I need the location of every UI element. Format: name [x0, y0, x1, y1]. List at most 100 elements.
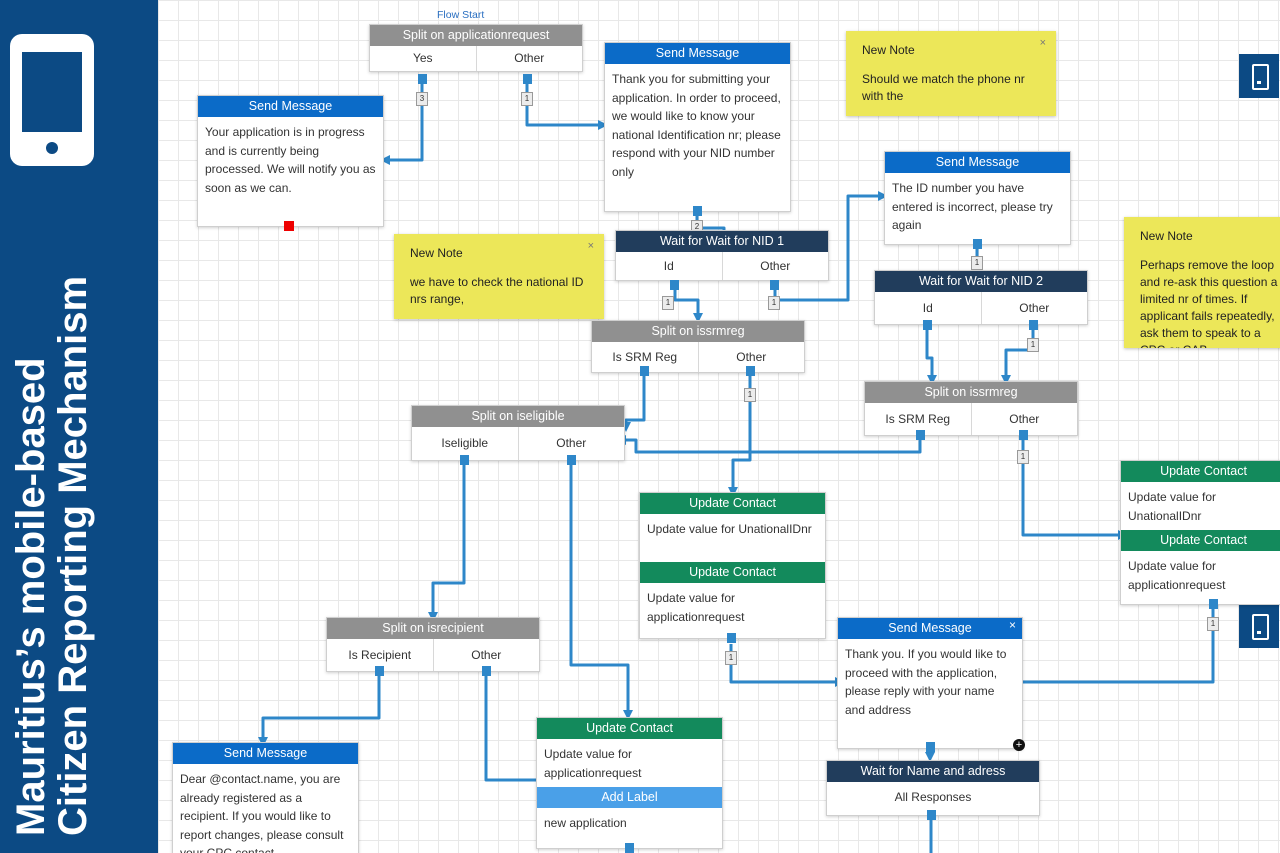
node-title: Split on issrmreg	[592, 321, 804, 342]
category-other[interactable]: Other	[432, 639, 540, 671]
exit-connector[interactable]	[460, 455, 469, 465]
exit-connector[interactable]	[418, 74, 427, 84]
note-title: New Note	[1140, 229, 1193, 243]
close-icon[interactable]: ×	[1008, 618, 1016, 632]
exit-connector[interactable]	[482, 666, 491, 676]
split-isrecipient-node[interactable]: Split on isrecipient Is Recipient Other	[326, 617, 540, 672]
count-badge: 1	[1027, 338, 1039, 352]
wait-nid2-node[interactable]: Wait for Wait for NID 2 Id Other	[874, 270, 1088, 325]
category-other[interactable]: Other	[721, 252, 829, 280]
wait-nid1-node[interactable]: Wait for Wait for NID 1 Id Other	[615, 230, 829, 281]
update-contact-node[interactable]: Update Contact Update value for Unationa…	[639, 492, 826, 639]
count-badge: 1	[768, 296, 780, 310]
note-phone-match[interactable]: New Note Should we match the phone nr wi…	[846, 31, 1056, 116]
exit-connector[interactable]	[375, 666, 384, 676]
split-issrmreg-node[interactable]: Split on issrmreg Is SRM Reg Other	[591, 320, 805, 373]
exit-connector[interactable]	[693, 206, 702, 216]
add-label-title: Add Label	[537, 787, 722, 808]
exit-connector[interactable]	[923, 320, 932, 330]
label-text: new application	[544, 816, 627, 830]
wait-name-address-node[interactable]: Wait for Name and adress All Responses	[826, 760, 1040, 816]
category-is-srm-reg[interactable]: Is SRM Reg	[612, 350, 678, 364]
flow-canvas[interactable]: Flow Start Split on applicationrequest Y…	[158, 0, 1280, 853]
split-iseligible-node[interactable]: Split on iseligible Iseligible Other	[411, 405, 625, 461]
node-title: Send Message	[198, 96, 383, 117]
plus-circle-icon[interactable]: +	[1013, 739, 1025, 751]
sidebar: Mauritius’s mobile-based Citizen Reporti…	[0, 0, 158, 853]
message-text: The ID number you have entered is incorr…	[892, 181, 1053, 233]
close-icon[interactable]: ×	[1039, 37, 1046, 49]
exit-connector[interactable]	[926, 742, 935, 752]
exit-connector[interactable]	[770, 280, 779, 290]
send-message-incorrect-node[interactable]: Send Message The ID number you have ente…	[884, 151, 1071, 245]
category-other[interactable]: Other	[980, 292, 1088, 324]
split-applicationrequest-node[interactable]: Split on applicationrequest Yes Other	[369, 24, 583, 72]
title-line-2: Citizen Reporting Mechanism	[51, 275, 95, 836]
category-yes[interactable]: Yes	[412, 51, 433, 65]
count-badge: 1	[725, 651, 737, 665]
exit-connector[interactable]	[727, 633, 736, 643]
split-issrmreg-node-2[interactable]: Split on issrmreg Is SRM Reg Other	[864, 381, 1078, 436]
send-message-thanks-node[interactable]: Send Message Thank you for submitting yo…	[604, 42, 791, 212]
exit-connector[interactable]	[567, 455, 576, 465]
close-icon[interactable]: ×	[587, 240, 594, 252]
exit-connector[interactable]	[670, 280, 679, 290]
category-other[interactable]: Other	[475, 46, 583, 71]
category-other[interactable]: Other	[697, 342, 805, 372]
note-check-national-id[interactable]: New Note we have to check the national I…	[394, 234, 604, 319]
node-title: Send Message	[173, 743, 358, 764]
category-is-recipient[interactable]: Is Recipient	[348, 648, 412, 662]
update-contact-label-node[interactable]: Update Contact Update value for applicat…	[536, 717, 723, 849]
category-iseligible[interactable]: Iseligible	[441, 436, 489, 450]
category-id[interactable]: Id	[663, 259, 674, 273]
note-title: New Note	[862, 43, 915, 57]
exit-connector[interactable]	[916, 430, 925, 440]
note-remove-loop[interactable]: New Note Perhaps remove the loop and re-…	[1124, 217, 1280, 348]
send-message-proceed-node[interactable]: Send Message × Thank you. If you would l…	[837, 617, 1023, 749]
node-title: Split on iseligible	[412, 406, 624, 427]
node-title: Update Contact	[1121, 461, 1280, 482]
action-text: Update value for applicationrequest	[1128, 559, 1226, 592]
title-line-1: Mauritius’s mobile-based	[9, 357, 53, 836]
send-message-progress-node[interactable]: Send Message Your application is in prog…	[197, 95, 384, 227]
message-text: Dear @contact.name, you are already regi…	[180, 772, 344, 853]
exit-connector[interactable]	[625, 843, 634, 853]
message-text: Thank you for submitting your applicatio…	[612, 72, 781, 179]
node-title: Split on isrecipient	[327, 618, 539, 639]
note-text: Should we match the phone nr with the	[862, 72, 1025, 103]
exit-connector[interactable]	[1029, 320, 1038, 330]
category-id[interactable]: Id	[922, 301, 933, 315]
exit-connector[interactable]	[640, 366, 649, 376]
node-title: Wait for Wait for NID 2	[875, 271, 1087, 292]
node-title: Send Message	[838, 618, 1022, 639]
node-title: Send Message	[605, 43, 790, 64]
count-badge: 3	[416, 92, 428, 106]
exit-connector[interactable]	[523, 74, 532, 84]
node-title: Update Contact	[640, 562, 825, 583]
count-badge: 1	[662, 296, 674, 310]
page-title: Mauritius’s mobile-based Citizen Reporti…	[0, 36, 158, 836]
phone-icon	[1239, 604, 1279, 648]
send-message-dear-node[interactable]: Send Message Dear @contact.name, you are…	[172, 742, 359, 853]
exit-connector[interactable]	[1209, 599, 1218, 609]
node-title: Split on applicationrequest	[370, 25, 582, 46]
exit-connector[interactable]	[1019, 430, 1028, 440]
category-is-srm-reg[interactable]: Is SRM Reg	[885, 412, 951, 426]
node-title: Update Contact	[640, 493, 825, 514]
note-text: Perhaps remove the loop and re-ask this …	[1140, 258, 1278, 348]
exit-connector[interactable]	[927, 810, 936, 820]
count-badge: 1	[971, 256, 983, 270]
exit-connector[interactable]	[973, 239, 982, 249]
category-other[interactable]: Other	[517, 427, 625, 460]
action-text: Update value for UnationalIDnr	[647, 522, 812, 536]
category-other[interactable]: Other	[970, 403, 1078, 435]
node-title: Update Contact	[1121, 530, 1280, 551]
stop-indicator	[284, 221, 294, 231]
wire-out	[929, 818, 933, 853]
update-contact-node-right[interactable]: Update Contact Update value for Unationa…	[1120, 460, 1280, 605]
category-all-responses[interactable]: All Responses	[894, 790, 972, 804]
action-text: Update value for UnationalIDnr	[1128, 490, 1217, 523]
exit-connector[interactable]	[746, 366, 755, 376]
count-badge: 1	[521, 92, 533, 106]
node-title: Split on issrmreg	[865, 382, 1077, 403]
